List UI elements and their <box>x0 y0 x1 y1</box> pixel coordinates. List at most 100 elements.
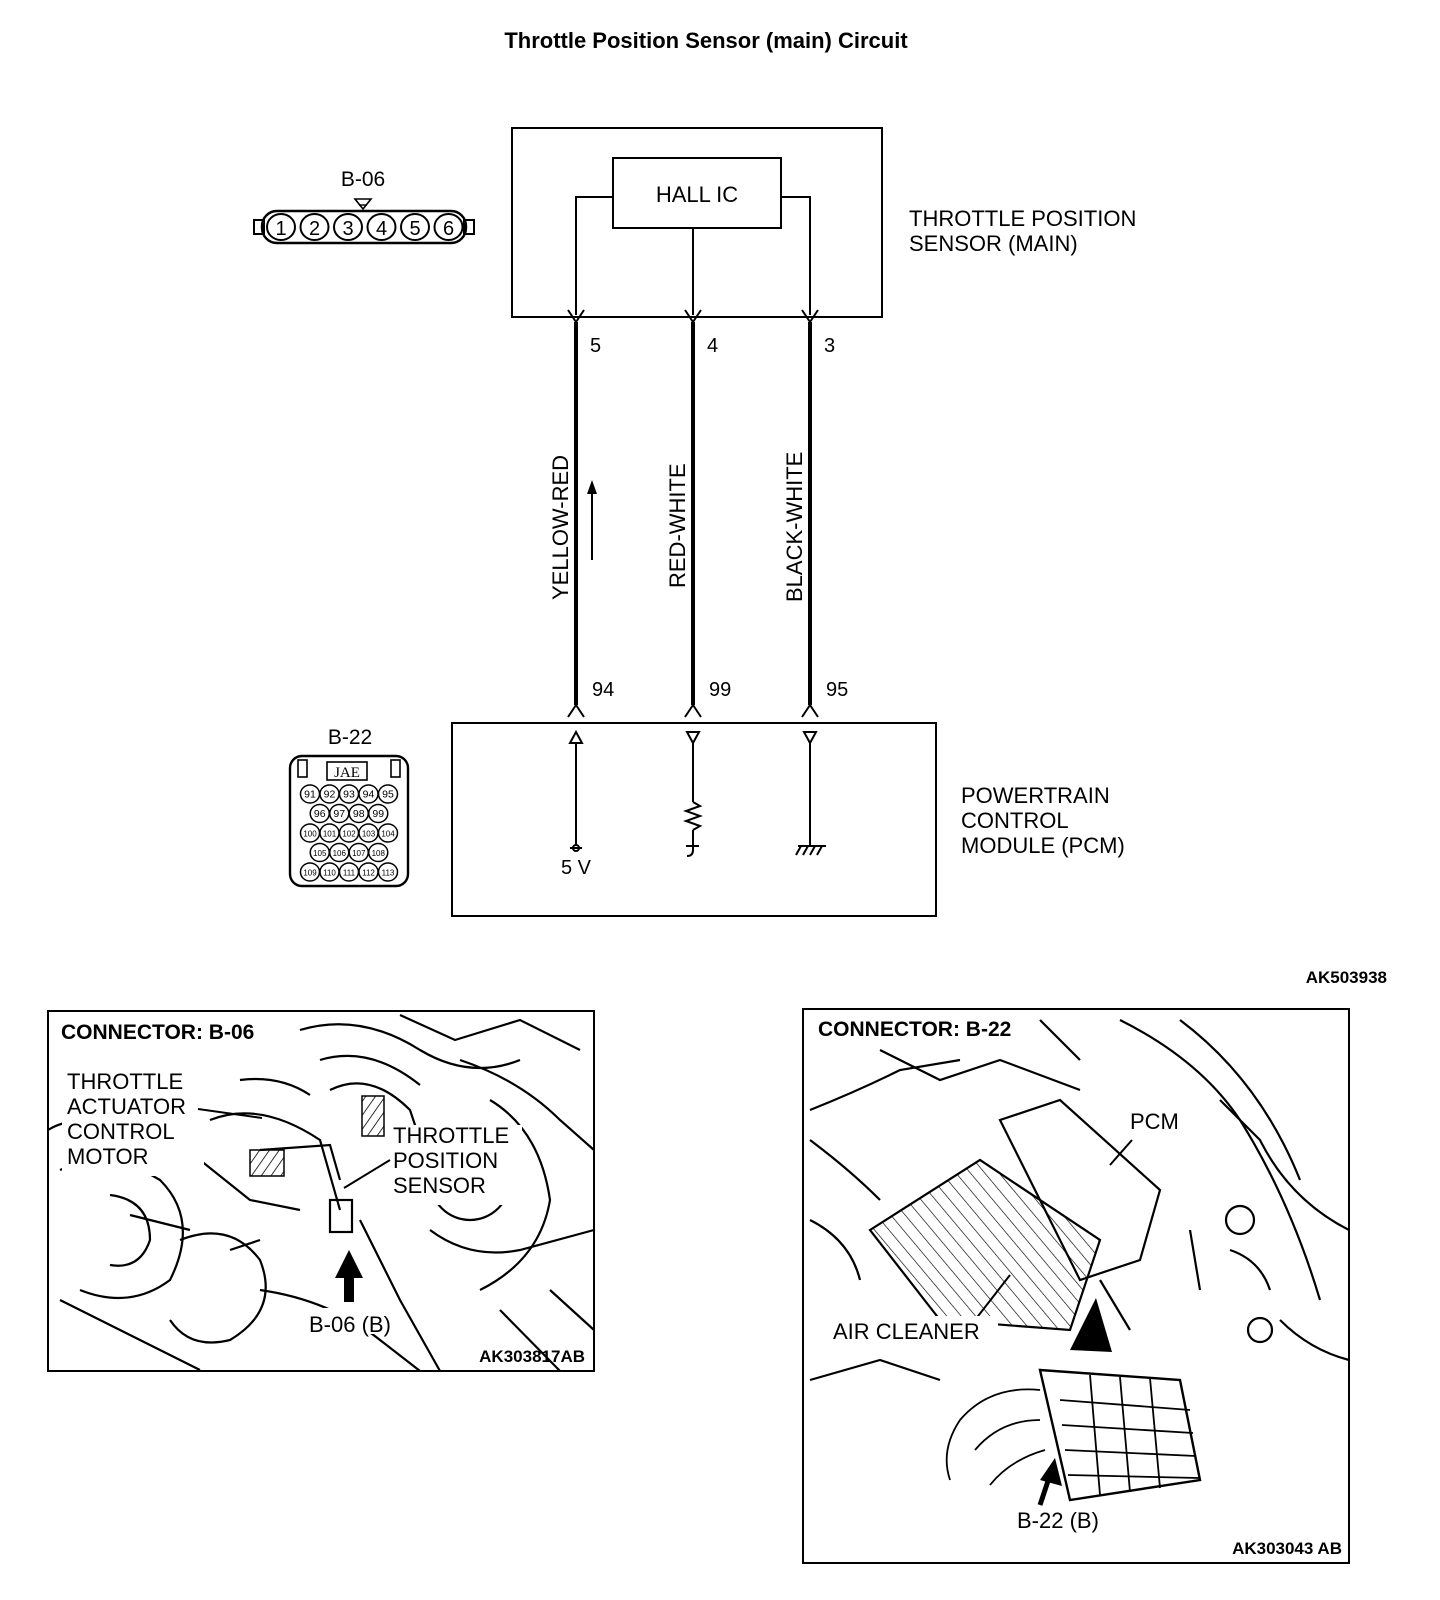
label-sensor: THROTTLE POSITION SENSOR <box>388 1123 522 1205</box>
b06-pin-label: 3 <box>342 218 353 240</box>
ground-icon <box>795 845 826 856</box>
engine-linework-right <box>809 1019 1350 1382</box>
pcm-input-triangle-94 <box>568 729 584 744</box>
b22-pin-shape <box>377 823 399 843</box>
b22-pin-shape <box>368 842 389 863</box>
wire-color-black-white: BLACK-WHITE <box>782 452 807 602</box>
pcm-name-line1: POWERTRAIN <box>961 783 1110 808</box>
sensor-connector-id: B-06 <box>341 168 385 191</box>
photo-right-label-air-cleaner: AIR CLEANER <box>833 1319 980 1344</box>
air-cleaner-shape <box>868 1158 1102 1332</box>
photo-right-panel <box>802 1008 1350 1564</box>
photo-right-figure-code: AK303043 AB <box>1232 1539 1342 1558</box>
sensor-pin-4: 4 <box>707 335 718 357</box>
connector-b22-icon <box>288 754 410 888</box>
b06-pin-label: 5 <box>409 218 420 240</box>
b22-pin-label: 102 <box>342 830 356 839</box>
hall-ic-box <box>612 157 782 229</box>
b22-pin-label: 106 <box>333 849 347 858</box>
pcm-box <box>451 722 937 917</box>
pcm-chevron-94 <box>567 703 585 718</box>
callout-arrow-right-icon <box>1037 1458 1062 1506</box>
b06-pin-label: 2 <box>309 218 320 240</box>
pcm-supply-label: 5 V <box>561 857 592 879</box>
connector-b06-icon <box>253 209 475 245</box>
b22-pin-label: 110 <box>323 869 336 878</box>
photo-right-callout: B-22 (B) <box>1017 1508 1099 1533</box>
hall-ic-label: HALL IC <box>656 182 738 207</box>
b22-pin-label: 107 <box>352 849 366 858</box>
b22-pin-label: 98 <box>353 808 365 820</box>
signal-direction-arrow-icon <box>587 480 597 560</box>
figure-code-top: AK503938 <box>1306 968 1387 987</box>
sensor-pin-3: 3 <box>824 335 835 357</box>
pcm-resistor-icon <box>683 801 703 831</box>
b22-pin-label: 101 <box>323 830 337 839</box>
b22-pin-label: 100 <box>303 830 317 839</box>
pcm-input-triangle-99 <box>685 731 701 746</box>
label-actuator: THROTTLE ACTUATOR CONTROL MOTOR <box>62 1066 204 1176</box>
b06-pin-label: 4 <box>376 218 387 240</box>
closeup-grid <box>945 1374 1200 1496</box>
photo-left-heading: CONNECTOR: B-06 <box>61 1021 254 1044</box>
label-sensor-line1: THROTTLE <box>393 1123 509 1148</box>
pcm-pin-95: 95 <box>826 679 848 701</box>
photo-left-figure-code: AK303817AB <box>479 1347 585 1366</box>
leader-sensor <box>343 1159 391 1189</box>
pcm-name-line2: CONTROL <box>961 808 1069 833</box>
connector-b06-marker-icon <box>353 198 373 211</box>
label-actuator-line2: ACTUATOR <box>67 1094 186 1119</box>
label-actuator-line1: THROTTLE <box>67 1069 183 1094</box>
leader-air-cleaner <box>974 1274 1011 1321</box>
callout-arrow-left-icon <box>335 1250 363 1302</box>
pcm-pin-94: 94 <box>592 679 614 701</box>
pcm-input-triangle-95 <box>802 731 818 746</box>
photo-right-heading: CONNECTOR: B-22 <box>818 1018 1011 1041</box>
b22-pin-shape <box>368 803 389 824</box>
b06-pin-shape <box>400 213 430 241</box>
pcm-chevron-99 <box>684 703 702 718</box>
b22-pin-label: 99 <box>372 808 384 820</box>
label-sensor-line3: SENSOR <box>393 1173 486 1198</box>
pcm-connector-maker: JAE <box>334 765 360 781</box>
b22-pin-label: 104 <box>381 830 395 839</box>
label-sensor-line2: POSITION <box>393 1148 498 1173</box>
sensor-box <box>511 127 883 318</box>
b06-pin-label: 1 <box>275 218 286 240</box>
internal-wire-3 <box>781 196 811 315</box>
b22-pin-label: 108 <box>372 849 386 858</box>
b22-pin-label: 91 <box>304 789 316 801</box>
b22-pin-label: 92 <box>324 789 336 801</box>
leader-actuator <box>197 1108 263 1119</box>
sensor-pin-5: 5 <box>590 335 601 357</box>
b22-pin-label: 95 <box>382 789 394 801</box>
b06-pin-shape <box>433 213 464 241</box>
b22-pin-label: 113 <box>382 869 395 878</box>
leader-pcm <box>1109 1139 1133 1166</box>
photo-right-label-pcm: PCM <box>1130 1109 1179 1134</box>
b22-pin-label: 94 <box>363 789 375 801</box>
photo-left-callout: B-06 (B) <box>309 1312 391 1337</box>
sensor-name-line2: SENSOR (MAIN) <box>909 231 1078 256</box>
b06-pin-shape <box>333 213 363 241</box>
b22-pin-shape <box>377 784 399 804</box>
b06-pin-shape <box>299 213 330 241</box>
label-actuator-line4: MOTOR <box>67 1144 148 1169</box>
b06-pin-label: 6 <box>443 218 454 240</box>
pcm-connector-id: B-22 <box>328 726 372 749</box>
b22-pin-label: 103 <box>362 830 376 839</box>
b22-pin-label: 96 <box>314 808 326 820</box>
pcm-signal-hook <box>686 830 694 857</box>
b22-pin-shape <box>377 862 399 882</box>
b22-pin-label: 109 <box>303 869 317 878</box>
pcm-chevron-95 <box>801 703 819 718</box>
b06-pin-shape <box>266 213 296 241</box>
internal-wire-5 <box>575 196 613 315</box>
page-title: Throttle Position Sensor (main) Circuit <box>504 28 908 53</box>
wire-color-red-white: RED-WHITE <box>665 463 690 588</box>
label-actuator-line3: CONTROL <box>67 1119 175 1144</box>
sensor-name-line1: THROTTLE POSITION <box>909 206 1136 231</box>
pcm-name-line3: MODULE (PCM) <box>961 833 1125 858</box>
b22-pin-label: 111 <box>343 869 356 878</box>
